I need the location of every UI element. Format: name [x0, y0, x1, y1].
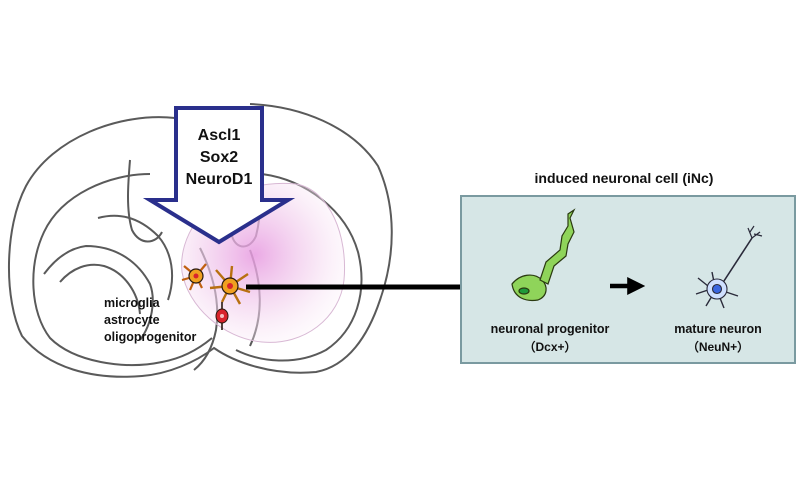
factor-2: Sox2	[200, 149, 238, 166]
factor-1: Ascl1	[198, 127, 241, 144]
stage-1-marker: （Dcx+）	[523, 339, 576, 354]
astrocyte-icon	[209, 265, 251, 305]
neuronal-progenitor-icon	[511, 208, 576, 302]
brain-outline	[7, 103, 393, 378]
microglia-icon	[181, 263, 207, 291]
midline-left	[127, 159, 163, 243]
source-cell-1: microglia	[104, 296, 161, 310]
panel-title: induced neuronal cell (iNc)	[535, 170, 714, 186]
oligodendrocyte-icon	[215, 302, 229, 330]
ventricle-inner	[59, 263, 141, 315]
inc-panel	[460, 195, 796, 364]
stage-2-name: mature neuron	[674, 322, 762, 336]
factor-3: NeuroD1	[186, 171, 253, 188]
stage-1-name: neuronal progenitor	[491, 322, 610, 336]
ventricle-left	[43, 244, 154, 341]
stage-2-marker: （NeuN+）	[687, 339, 749, 354]
source-cell-2: astrocyte	[104, 313, 160, 327]
source-cell-3: oligoprogenitor	[104, 330, 196, 344]
corpus-callosum	[97, 214, 174, 301]
block-arrow-down	[142, 106, 296, 245]
cortex-inner	[32, 173, 213, 366]
mature-neuron-icon	[695, 225, 763, 309]
